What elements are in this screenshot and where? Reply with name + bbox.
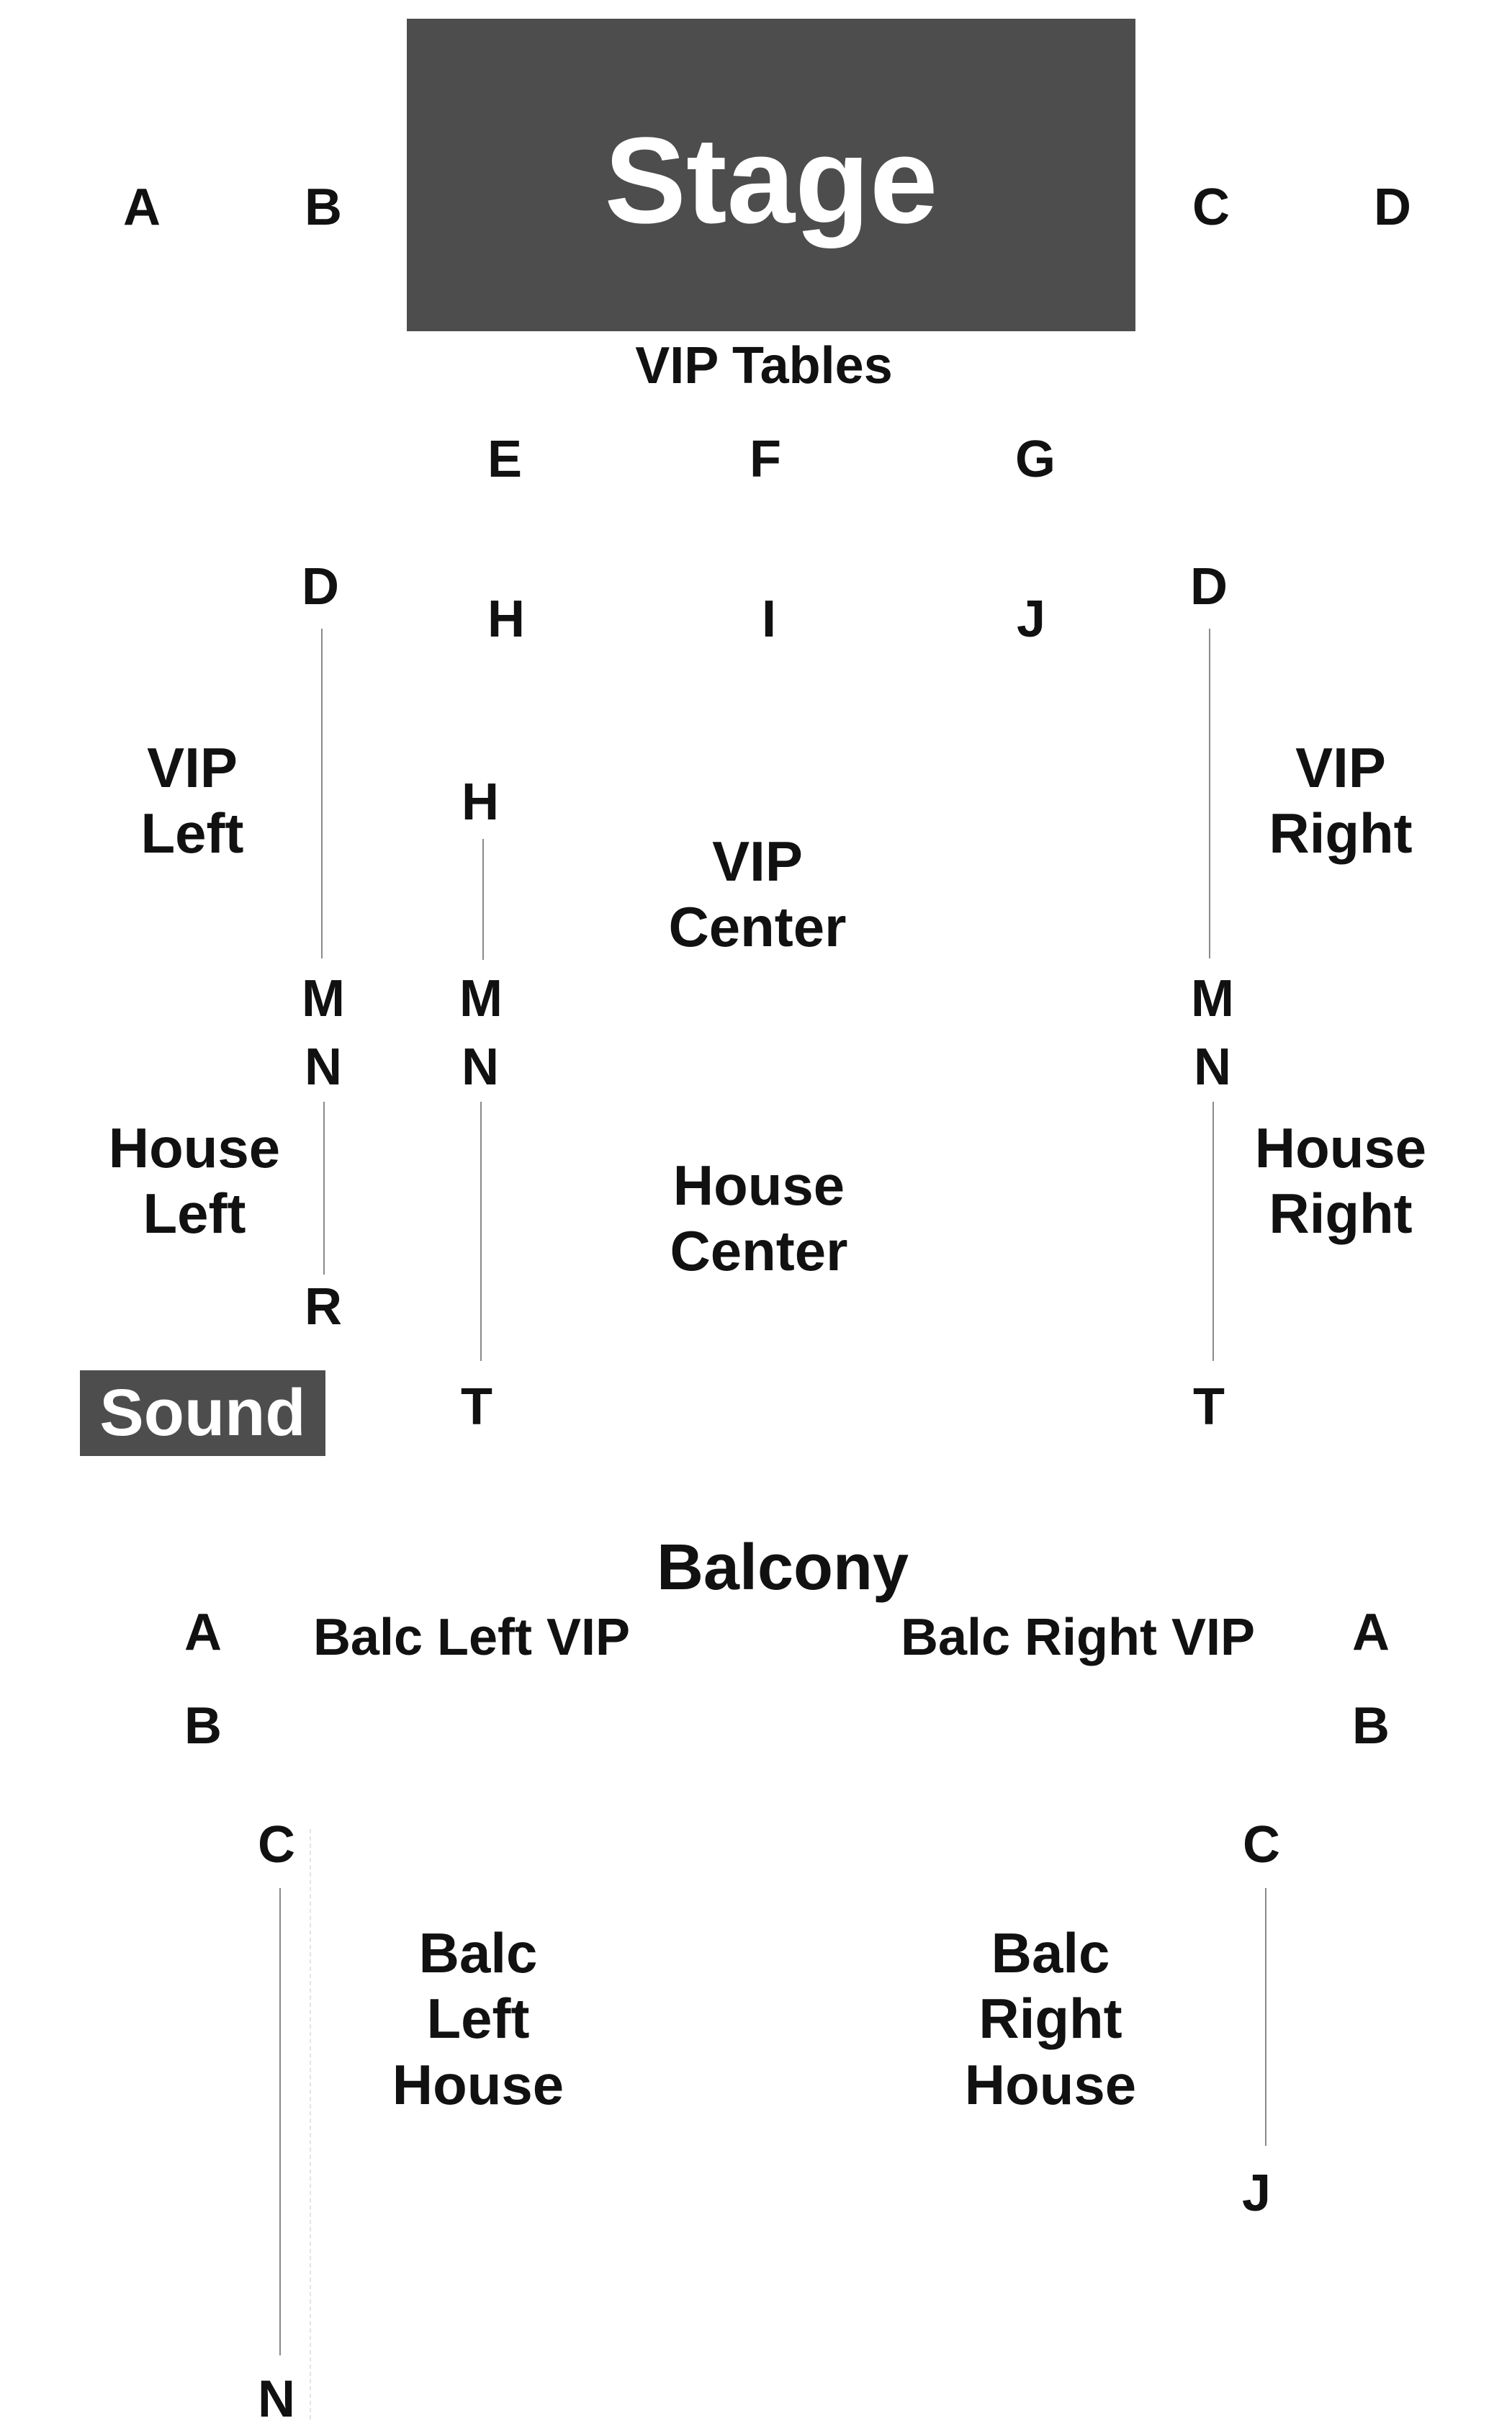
house-left-row-start: N [305, 1038, 342, 1096]
balc-right-house-label: Balc Right House [964, 1921, 1137, 2116]
balcony-title: Balcony [656, 1532, 909, 1604]
vip-center-row-line [482, 839, 484, 960]
balc-left-house-row-line [279, 1888, 281, 2355]
house-left-row-end: R [305, 1278, 342, 1336]
house-left-row-line [323, 1102, 325, 1275]
house-left-label: House Left [108, 1115, 281, 1245]
balc-left-vip-label: Balc Left VIP [312, 1609, 631, 1666]
vip-tables-title: VIP Tables [635, 337, 893, 395]
vip-table-row-b: B [305, 179, 342, 236]
vip-center-row-start: H [462, 773, 499, 831]
vip-table-row-c: C [1192, 179, 1230, 236]
vip-left-row-end: M [302, 970, 345, 1028]
vip-left-row-line [321, 629, 323, 958]
vip-right-row-line [1209, 629, 1210, 958]
house-center-row-start: N [462, 1038, 499, 1096]
house-right-row-start: N [1194, 1038, 1231, 1096]
stage-label: Stage [604, 112, 938, 249]
vip-table-row-g: G [1014, 431, 1056, 488]
balc-left-vip-row-a: A [184, 1604, 222, 1661]
balc-right-vip-label: Balc Right VIP [900, 1609, 1256, 1666]
vip-right-label: VIP Right [1269, 735, 1413, 865]
house-center-row-end: T [461, 1378, 492, 1436]
balc-right-house-row-line [1265, 1888, 1266, 2146]
vip-center-label: VIP Center [668, 829, 847, 958]
balc-left-vip-row-b: B [184, 1697, 222, 1755]
house-right-label: House Right [1254, 1115, 1427, 1245]
vip-table-row-e: E [487, 431, 523, 488]
vip-center-row-end: M [459, 970, 503, 1028]
house-center-label: House Center [670, 1153, 848, 1282]
vip-left-row-start: D [302, 558, 339, 616]
vip-table-row-a: A [123, 179, 161, 236]
house-right-row-line [1212, 1102, 1214, 1361]
vip-table-row-f: F [750, 431, 781, 488]
vip-right-row-end: M [1191, 970, 1234, 1028]
balc-right-house-row-end: J [1241, 2165, 1272, 2222]
vip-right-row-start: D [1190, 558, 1228, 616]
house-center-row-line [480, 1102, 482, 1361]
balc-right-vip-row-b: B [1352, 1697, 1390, 1755]
balc-right-house-row-start: C [1243, 1816, 1280, 1874]
house-right-row-end: T [1193, 1378, 1225, 1436]
balc-left-house-label: Balc Left House [392, 1921, 564, 2116]
balc-right-vip-row-a: A [1352, 1604, 1390, 1661]
balc-left-house-edge-line [310, 1829, 311, 2419]
stage: Stage [407, 19, 1135, 331]
vip-table-row-h: H [487, 590, 525, 648]
vip-table-row-j: J [1016, 590, 1046, 648]
vip-table-row-i: I [761, 590, 777, 648]
sound-booth: Sound [80, 1370, 325, 1456]
balc-left-house-row-start: C [258, 1816, 295, 1874]
balc-left-house-row-end: N [258, 2371, 295, 2428]
vip-table-row-d: D [1374, 179, 1411, 236]
vip-left-label: VIP Left [140, 735, 244, 865]
